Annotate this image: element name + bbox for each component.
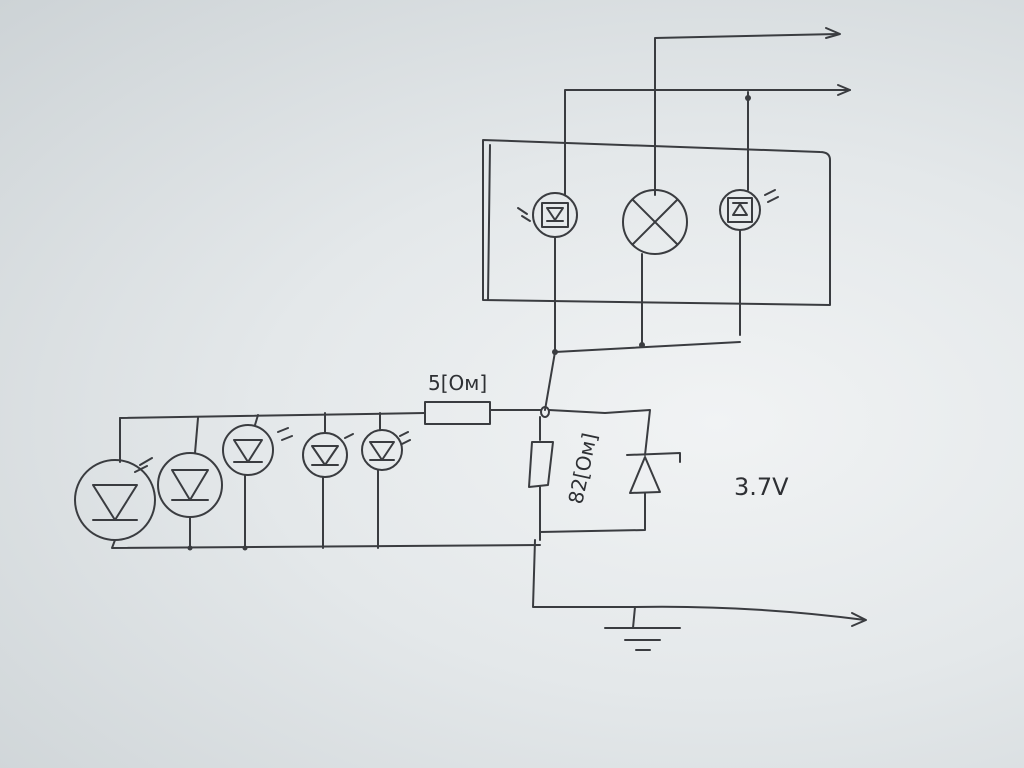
upper-return-wires — [544, 229, 741, 411]
resistor-82-ohm — [528, 416, 554, 541]
junction-node — [540, 406, 550, 418]
voltage-label: 3.7V — [734, 473, 789, 501]
output-wires — [564, 27, 851, 196]
ground-output-wire — [634, 605, 867, 627]
lamp — [622, 189, 688, 255]
resistor-5-label: 5[Ом] — [428, 371, 487, 395]
resistor-5-ohm — [424, 401, 491, 425]
resistor-82-label: 82[Ом] — [563, 431, 601, 506]
photodiode-left — [517, 192, 578, 238]
enclosure-box — [482, 139, 831, 306]
ground-symbol — [532, 539, 681, 651]
led-bank — [74, 412, 541, 549]
zener-diode — [539, 452, 681, 533]
photodiode-right — [719, 189, 779, 231]
top-rail — [119, 409, 651, 456]
